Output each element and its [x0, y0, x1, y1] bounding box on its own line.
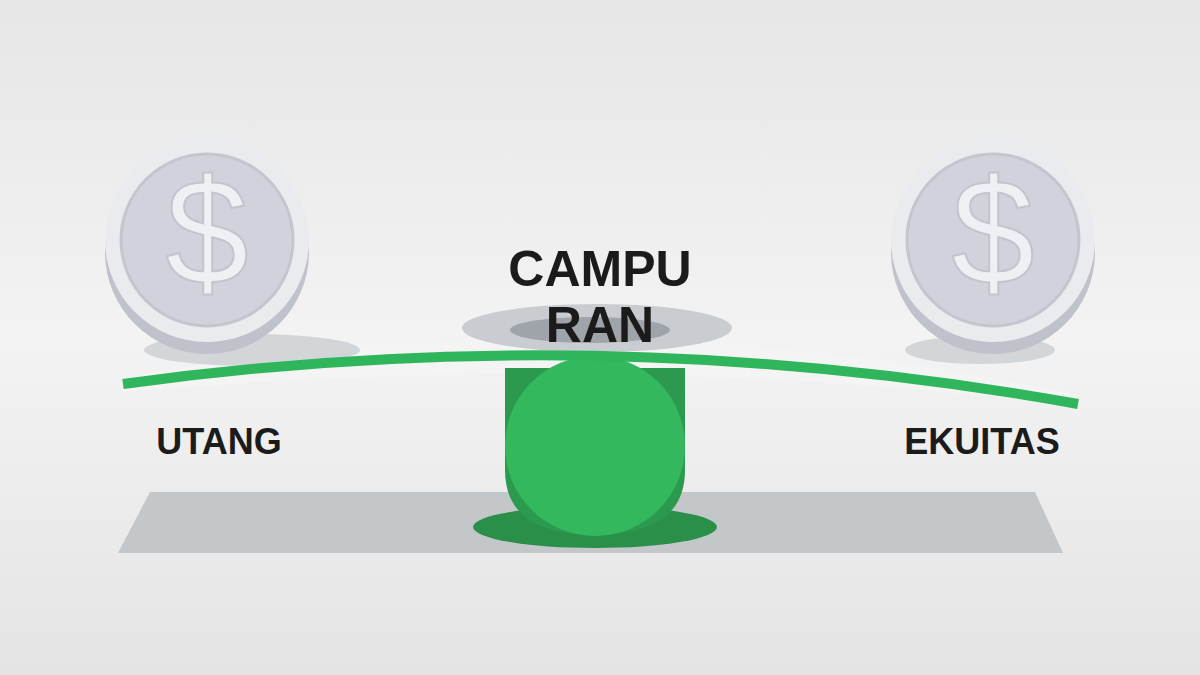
side-label: EKUITAS — [904, 422, 1059, 462]
dollar-symbol: $ — [951, 157, 1034, 307]
coin — [891, 138, 1095, 354]
fulcrum-ball — [505, 356, 685, 536]
center-title: CAMPU RAN — [480, 241, 720, 353]
coin — [105, 138, 309, 354]
dollar-symbol: $ — [165, 157, 248, 307]
side-label: UTANG — [156, 422, 281, 462]
seesaw-beam — [123, 355, 1078, 404]
